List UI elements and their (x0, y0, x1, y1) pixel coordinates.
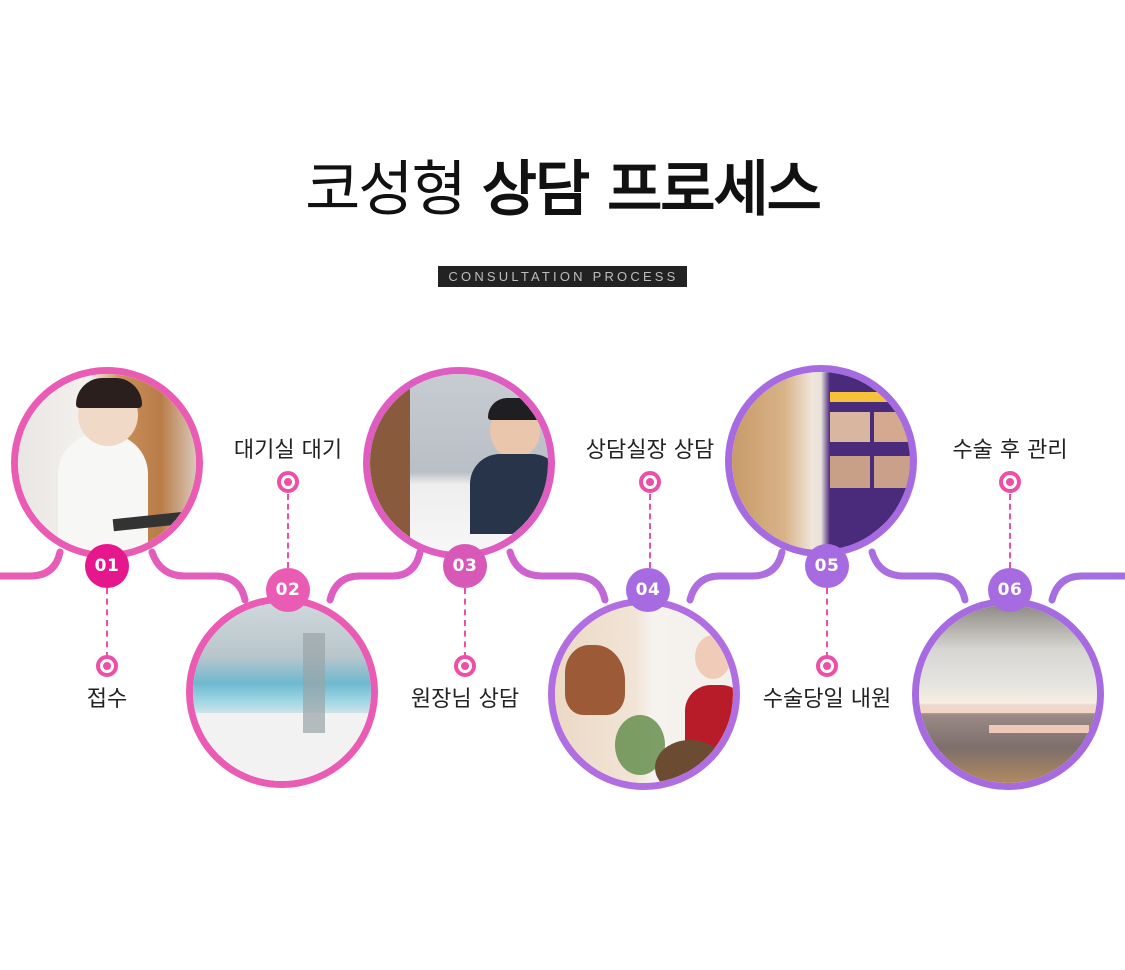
title-bold: 상담 프로세스 (481, 155, 822, 225)
step-06-label: 수술 후 관리 (952, 438, 1068, 463)
recovery-room-image (919, 605, 1097, 783)
step-01-label: 접수 (86, 687, 128, 712)
step-06-badge: 06 (988, 568, 1032, 612)
step-02-stem (287, 494, 289, 568)
step-01-photo (11, 367, 203, 559)
step-05-photo (725, 365, 917, 557)
step-06-stem (1009, 494, 1011, 568)
step-01-dot-icon (96, 655, 118, 677)
step-02-label: 대기실 대기 (233, 438, 343, 463)
step-06-photo (912, 598, 1104, 790)
step-02-dot-icon (277, 471, 299, 493)
step-03-photo (363, 367, 555, 559)
step-04-badge: 04 (626, 568, 670, 612)
step-05-dot-icon (816, 655, 838, 677)
subtitle-badge: CONSULTATION PROCESS (438, 266, 687, 287)
step-03-stem (464, 588, 466, 658)
step-04-photo (548, 598, 740, 790)
step-04-label: 상담실장 상담 (585, 438, 715, 463)
step-05-badge: 05 (805, 544, 849, 588)
step-05-stem (826, 588, 828, 658)
step-06-dot-icon (999, 471, 1021, 493)
step-03-badge: 03 (443, 544, 487, 588)
step-03-label: 원장님 상담 (410, 687, 520, 712)
step-04-stem (649, 494, 651, 568)
step-02-badge: 02 (266, 568, 310, 612)
step-01-stem (106, 588, 108, 658)
step-03-dot-icon (454, 655, 476, 677)
step-05-label: 수술당일 내원 (762, 687, 892, 712)
step-01-badge: 01 (85, 544, 129, 588)
title-light: 코성형 (305, 155, 467, 225)
step-04-dot-icon (639, 471, 661, 493)
page-title: 코성형 상담 프로세스 (0, 150, 1125, 230)
step-02-photo (186, 596, 378, 788)
